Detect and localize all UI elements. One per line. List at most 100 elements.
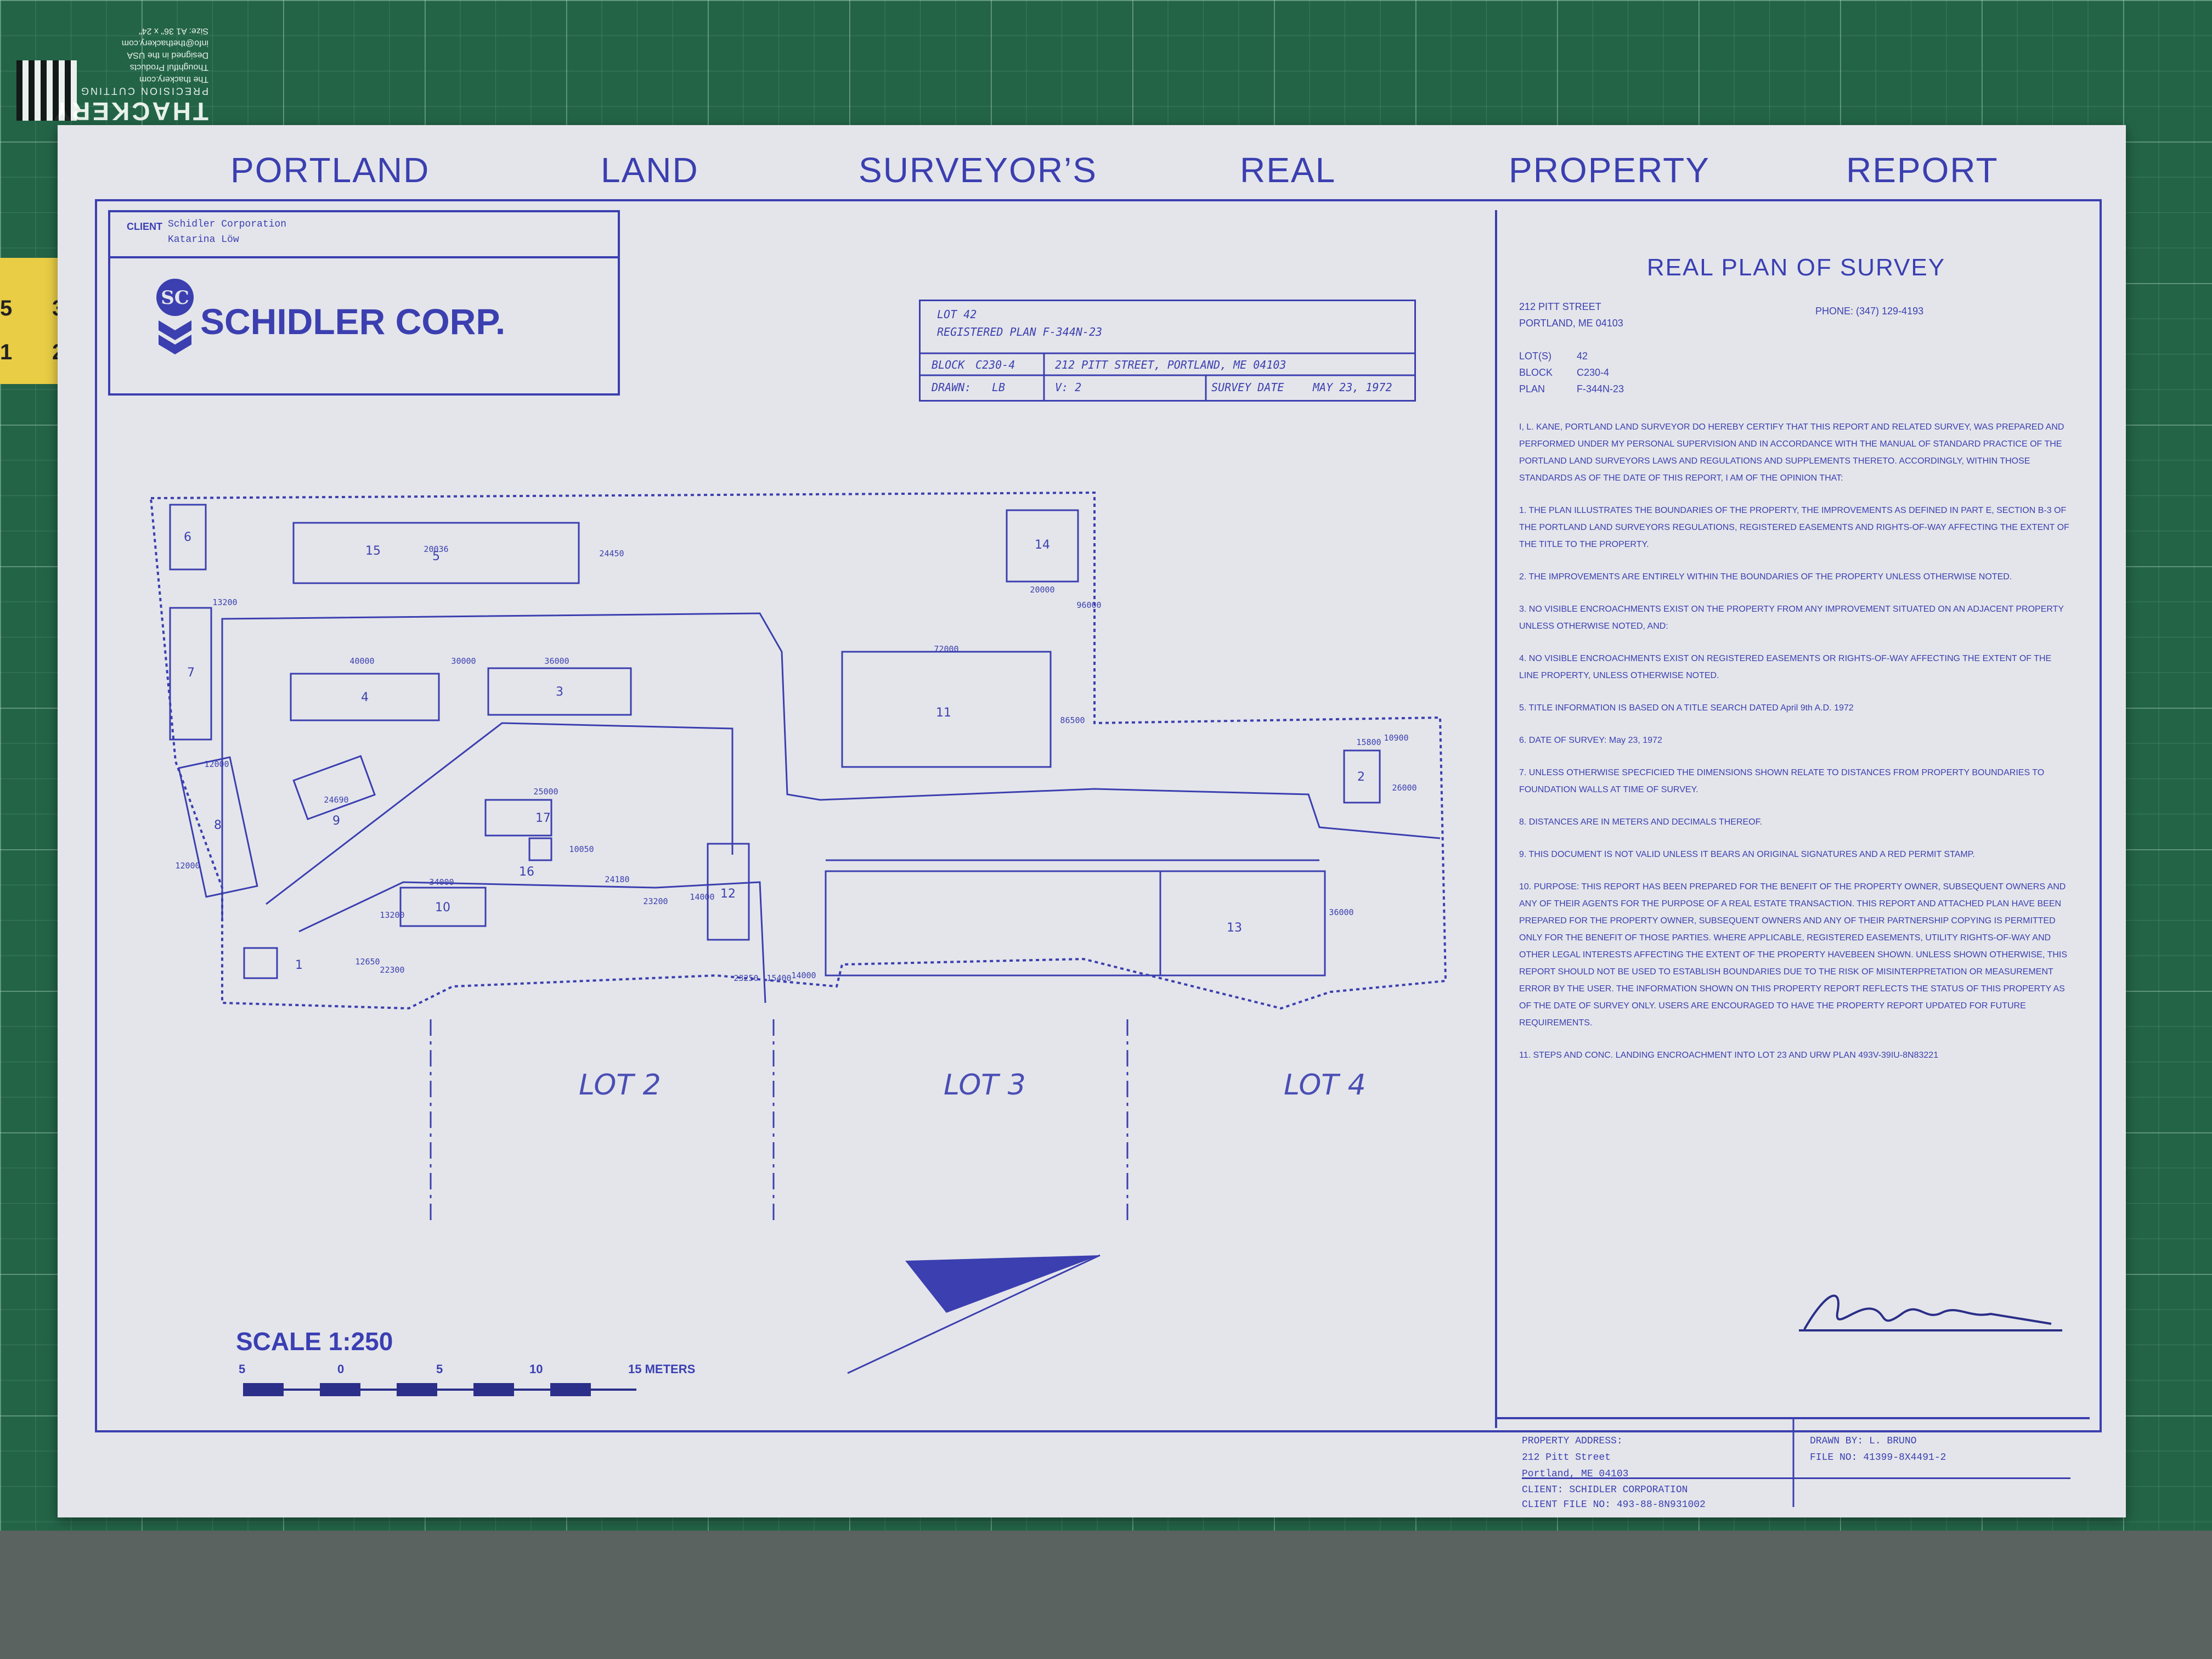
survey-address-2: PORTLAND, ME 04103: [1519, 318, 1623, 329]
dimension-label: 12000: [204, 759, 229, 769]
dimension-label: 13200: [380, 910, 404, 920]
title-plan: REGISTERED PLAN F-344N-23: [937, 325, 1103, 338]
dimension-label: 36000: [544, 656, 569, 666]
company-logo-text: SCHIDLER CORP.: [200, 301, 506, 342]
title-survey-date-label: SURVEY DATE: [1211, 381, 1284, 394]
building-outline: [290, 673, 440, 721]
building-outline: [528, 837, 552, 861]
building-outline: [1006, 509, 1079, 583]
dimension-label: 15400: [766, 973, 791, 983]
building-number: 9: [332, 814, 340, 828]
dimension-label: 26000: [1392, 783, 1417, 793]
building-number: 8: [214, 819, 222, 832]
survey-title: REAL PLAN OF SURVEY: [1646, 254, 1946, 281]
certification-text: I, L. KANE, PORTLAND LAND SURVEYOR DO HE…: [1519, 419, 2073, 1079]
logo-mark: SC: [161, 287, 189, 309]
building-outline: [292, 522, 580, 584]
property-address-label: PROPERTY ADDRESS:: [1522, 1436, 1623, 1447]
building-number: 4: [361, 691, 369, 704]
signature-line: [1799, 1329, 2062, 1331]
dimension-label: 24450: [599, 549, 624, 558]
building-number: 6: [184, 531, 191, 544]
mat-branding: THACKERY PRECISION CUTTING The thackery.…: [11, 11, 208, 126]
dimension-label: 25000: [533, 787, 558, 797]
building-number: 11: [936, 706, 951, 720]
building-number: 10: [435, 901, 450, 915]
building-number: 16: [519, 865, 534, 879]
building-outline: [399, 887, 487, 927]
client-contact: Katarina Löw: [168, 234, 239, 245]
building-number: 17: [535, 811, 551, 825]
client-line: CLIENT: SCHIDLER CORPORATION: [1522, 1477, 2070, 1496]
sheet-border: [95, 199, 2102, 1432]
building-number: 3: [556, 685, 563, 699]
title-block-grid: [921, 352, 1414, 400]
client-row: CLIENT Schidler Corporation Katarina Löw: [110, 212, 618, 258]
dimension-label: 34000: [429, 877, 454, 887]
survey-block-label: BLOCK: [1519, 367, 1553, 378]
property-address-line: 212 Pitt Street: [1522, 1452, 1611, 1463]
cert-paragraph: 6. DATE OF SURVEY: May 23, 1972: [1519, 736, 1662, 745]
dimension-label: 10900: [1384, 733, 1408, 743]
lot-label: LOT 3: [944, 1069, 1026, 1102]
lot-label: LOT 4: [1284, 1069, 1366, 1102]
mat-info-line: Size: A1 36" x 24": [139, 26, 208, 36]
survey-phone: PHONE: (347) 129-4193: [1815, 306, 1924, 317]
scale-label: SCALE 1:250: [236, 1327, 393, 1356]
building-outline: [841, 651, 1052, 768]
client-box: CLIENT Schidler Corporation Katarina Löw…: [108, 210, 620, 396]
survey-address-1: 212 PITT STREET: [1519, 301, 1601, 312]
cert-paragraph: 1. THE PLAN ILLUSTRATES THE BOUNDARIES O…: [1519, 506, 2069, 549]
building-outline: [178, 756, 258, 898]
building-outline: [707, 843, 750, 941]
schidler-logo-icon: SC: [156, 279, 194, 354]
cert-paragraph: 5. TITLE INFORMATION IS BASED ON A TITLE…: [1519, 703, 1854, 713]
header-word: REPORT: [1846, 150, 1999, 190]
property-address-line: Portland, ME 04103: [1522, 1469, 1629, 1480]
cert-paragraph: 7. UNLESS OTHERWISE SPECFICIED THE DIMEN…: [1519, 768, 2045, 794]
building-number: 13: [1227, 921, 1242, 935]
ruler-mark: 5: [0, 296, 13, 320]
building-number: 1: [295, 958, 303, 972]
client-name: Schidler Corporation: [168, 219, 287, 230]
header-word: PROPERTY: [1509, 150, 1710, 190]
driveway-line: [221, 612, 1441, 921]
driveway-line: [266, 722, 733, 905]
building-outline: [825, 870, 1161, 977]
dimension-label: 22300: [380, 965, 404, 975]
cert-paragraph: 3. NO VISIBLE ENCROACHMENTS EXIST ON THE…: [1519, 605, 2064, 631]
title-block-value: C230-4: [975, 358, 1015, 371]
scale-tick: 15 METERS: [628, 1362, 696, 1376]
building-outline: [1343, 749, 1381, 804]
dimension-label: 36000: [1329, 907, 1353, 917]
building-outline: [169, 607, 212, 741]
property-boundary: [149, 491, 1447, 1010]
building-number: 15: [365, 544, 381, 558]
building-number: 12: [720, 887, 736, 901]
survey-lots-label: LOT(S): [1519, 351, 1552, 362]
header-word: LAND: [601, 150, 699, 190]
building-number: 14: [1035, 538, 1050, 552]
file-number: FILE NO: 41399-8X4491-2: [1810, 1452, 1946, 1463]
surveyor-signature-icon: [1803, 1294, 2052, 1330]
title-drawn-value: LB: [992, 381, 1006, 394]
dimension-label: 20036: [424, 544, 448, 554]
building-number: 2: [1357, 770, 1365, 784]
address-box: PROPERTY ADDRESS: 212 Pitt Street Portla…: [1497, 1417, 2090, 1513]
cert-paragraph: 4. NO VISIBLE ENCROACHMENTS EXIST ON REG…: [1519, 654, 2052, 680]
dimension-label: 24690: [324, 795, 348, 805]
dimension-label: 12650: [355, 957, 380, 967]
survey-lots: 42: [1577, 351, 1588, 362]
title-block-label: BLOCK: [932, 358, 965, 371]
north-arrow-icon: [905, 1255, 1100, 1313]
header-word: REAL: [1240, 150, 1336, 190]
survey-block: C230-4: [1577, 367, 1610, 378]
building-outline: [292, 755, 376, 821]
dimension-label: 14000: [690, 892, 714, 902]
cert-paragraph: I, L. KANE, PORTLAND LAND SURVEYOR DO HE…: [1519, 422, 2064, 483]
title-address: 212 PITT STREET, PORTLAND, ME 04103: [1055, 358, 1286, 371]
floor: [0, 1531, 2212, 1659]
header-word: PORTLAND: [230, 150, 430, 190]
cert-paragraph: 9. THIS DOCUMENT IS NOT VALID UNLESS IT …: [1519, 850, 1975, 859]
scale-tick: 5: [239, 1362, 246, 1376]
